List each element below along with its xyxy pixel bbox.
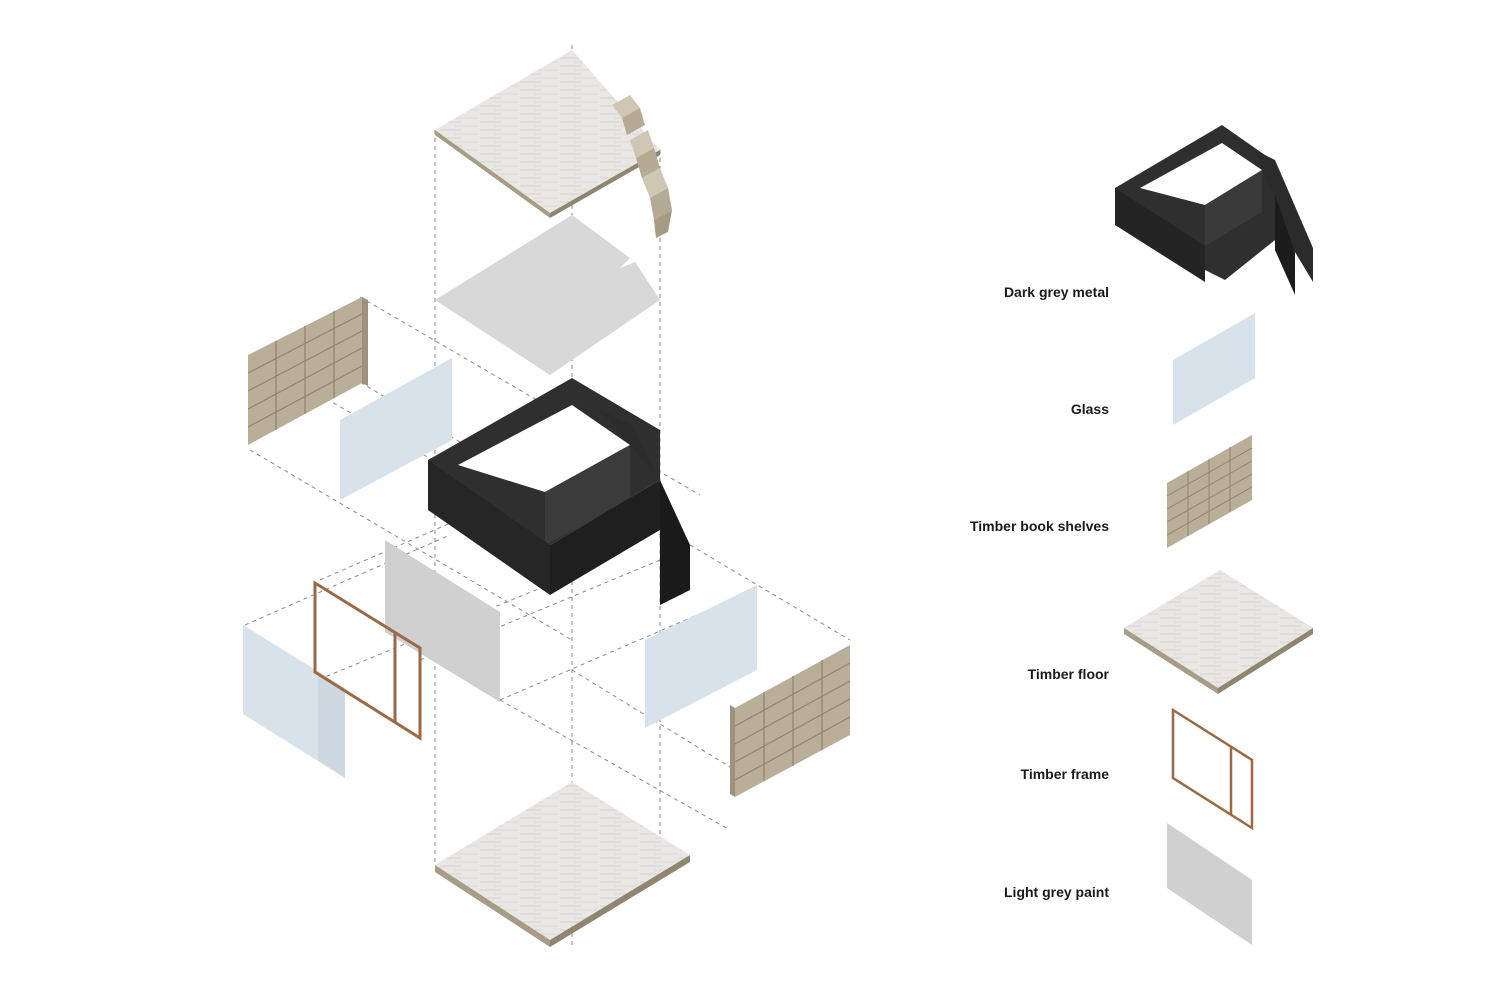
light-grey-paint-icon [1167, 823, 1252, 945]
glass-icon [1173, 313, 1255, 425]
ceiling-paint-plane [435, 215, 660, 375]
right-bookshelf [730, 645, 851, 797]
left-bookshelf [247, 297, 368, 445]
legend-label-light-grey-paint: Light grey paint [1004, 884, 1109, 900]
legend-label-timber-book-shelves: Timber book shelves [969, 518, 1109, 534]
right-glass-panel [645, 585, 757, 728]
paint-wall-panel [385, 540, 500, 702]
upper-timber-floor [435, 50, 660, 218]
timber-frame-icon [1171, 707, 1254, 831]
legend-label-dark-grey-metal: Dark grey metal [1003, 284, 1109, 300]
stair [612, 95, 672, 238]
timber-floor-icon [1124, 570, 1313, 694]
timber-book-shelves-icon [1166, 435, 1253, 548]
timber-frame-door [313, 580, 422, 741]
left-glass-panel [340, 358, 452, 500]
ground-timber-floor [435, 782, 690, 947]
dark-grey-metal-icon [1115, 125, 1313, 295]
legend-label-glass: Glass [1070, 401, 1109, 417]
central-metal-box [428, 378, 690, 605]
legend-label-timber-floor: Timber floor [1027, 666, 1109, 682]
legend-label-timber-frame: Timber frame [1020, 766, 1109, 782]
lower-left-glass-panel-2 [318, 672, 345, 778]
